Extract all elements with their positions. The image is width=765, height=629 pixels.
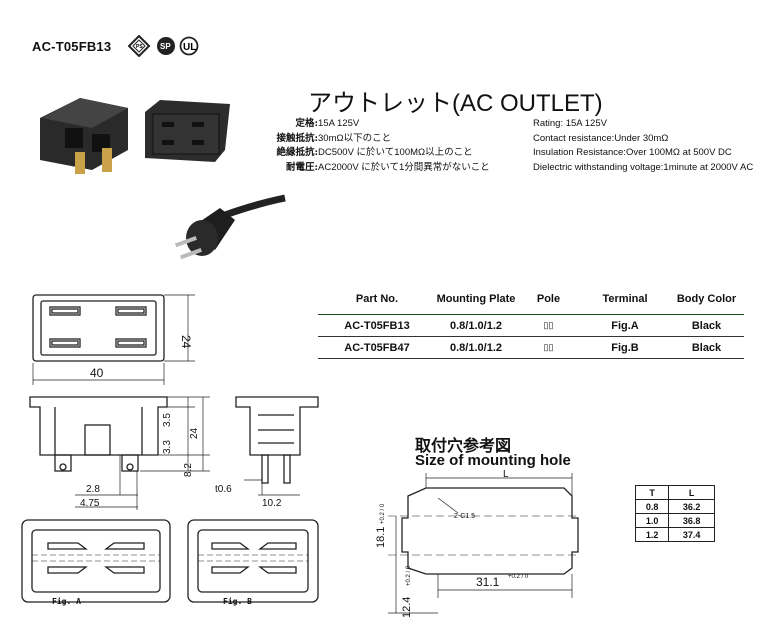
spec-contact: Contact resistance:Under 30mΩ <box>533 132 669 144</box>
outlet-drawings: 24 40 3.5 24 3.3 8.2 2.8 4.75 t0.6 10.2 <box>21 294 319 603</box>
model-number: AC-T05FB13 <box>32 39 112 54</box>
end-view-outline <box>235 396 319 456</box>
svg-text:UL: UL <box>183 42 196 53</box>
side-view-outline <box>29 396 168 456</box>
svg-text:3.5: 3.5 <box>162 413 173 427</box>
svg-text:3.3: 3.3 <box>162 440 173 454</box>
svg-text:t0.6: t0.6 <box>215 484 232 495</box>
outlet-side-photo <box>40 98 128 174</box>
certification-marks: PS SP UL <box>128 35 199 57</box>
pse-mark-icon: PS <box>128 35 151 57</box>
specs-japanese: 定格:15A 125V 接触抵抗:30mΩ以下のこと 絶縁抵抗:DC500V に… <box>258 117 490 175</box>
table-row: AC-T05FB13 0.8/1.0/1.2 ▯▯ Fig.A Black <box>318 314 744 337</box>
spec-row: 耐電圧:AC2000V に於いて1分間異常がないこと <box>285 161 490 173</box>
csa-mark-icon: SP <box>157 37 175 55</box>
svg-text:31.1: 31.1 <box>476 575 500 589</box>
svg-text:+0.2 / 0: +0.2 / 0 <box>508 574 529 580</box>
fig-a-label: Fig. A <box>52 597 81 606</box>
spec-row: 接触抵抗:30mΩ以下のこと <box>276 132 392 144</box>
col-part-no: Part No. <box>355 293 399 305</box>
svg-text:4.75: 4.75 <box>80 498 100 509</box>
svg-text:2.8: 2.8 <box>86 484 100 495</box>
svg-text:24: 24 <box>189 427 200 439</box>
svg-text:10.2: 10.2 <box>262 498 282 509</box>
mounting-hole-title-jp: 取付穴参考図 <box>415 436 512 455</box>
col-terminal: Terminal <box>602 293 648 305</box>
svg-text:+0.2 / 0: +0.2 / 0 <box>380 503 386 524</box>
front-view-outline <box>32 294 165 362</box>
plug-cord-photo <box>174 194 286 260</box>
mounting-hole-drawing: L 2-C1.5 18.1 +0.2 / 0 31.1 +0.2 / 0 12.… <box>375 469 579 618</box>
svg-text:2-C1.5: 2-C1.5 <box>454 513 475 520</box>
mounting-hole-title-en: Size of mounting hole <box>415 452 571 469</box>
parts-table: Part No. Mounting Plate Pole Terminal Bo… <box>318 284 744 359</box>
svg-text:18.1: 18.1 <box>375 527 387 548</box>
ul-mark-icon: UL <box>179 36 199 56</box>
fig-a-drawing <box>21 519 171 603</box>
spec-dielectric: Dielectric withstanding voltage:1minute … <box>533 161 754 173</box>
spec-row: 定格:15A 125V <box>295 118 360 129</box>
svg-text:SP: SP <box>160 42 171 51</box>
svg-text:+0.2 / 0: +0.2 / 0 <box>406 565 412 586</box>
product-photos <box>40 98 286 260</box>
table-row: AC-T05FB47 0.8/1.0/1.2 ▯▯ Fig.B Black <box>318 336 744 359</box>
svg-text:24: 24 <box>179 335 193 349</box>
specs-english: Rating: 15A 125V Contact resistance:Unde… <box>533 117 753 175</box>
svg-text:L: L <box>503 469 509 480</box>
svg-text:40: 40 <box>90 366 104 380</box>
col-body-color: Body Color <box>676 293 737 305</box>
spec-rating: Rating: 15A 125V <box>533 118 607 129</box>
col-mounting-plate: Mounting Plate <box>436 293 516 305</box>
svg-text:12.4: 12.4 <box>401 597 413 618</box>
svg-text:8.2: 8.2 <box>183 463 194 477</box>
product-title: アウトレット(AC OUTLET) <box>308 90 603 117</box>
spec-insulation: Insulation Resistance:Over 100MΩ at 500V… <box>533 147 732 158</box>
spec-row: 絶縁抵抗:DC500V に於いて100MΩ以上のこと <box>276 147 473 158</box>
fig-b-label: Fig. B <box>223 597 252 606</box>
col-pole: Pole <box>536 293 561 305</box>
svg-text:PS: PS <box>136 44 143 50</box>
outlet-front-photo <box>145 100 230 162</box>
fig-b-drawing <box>187 519 319 603</box>
